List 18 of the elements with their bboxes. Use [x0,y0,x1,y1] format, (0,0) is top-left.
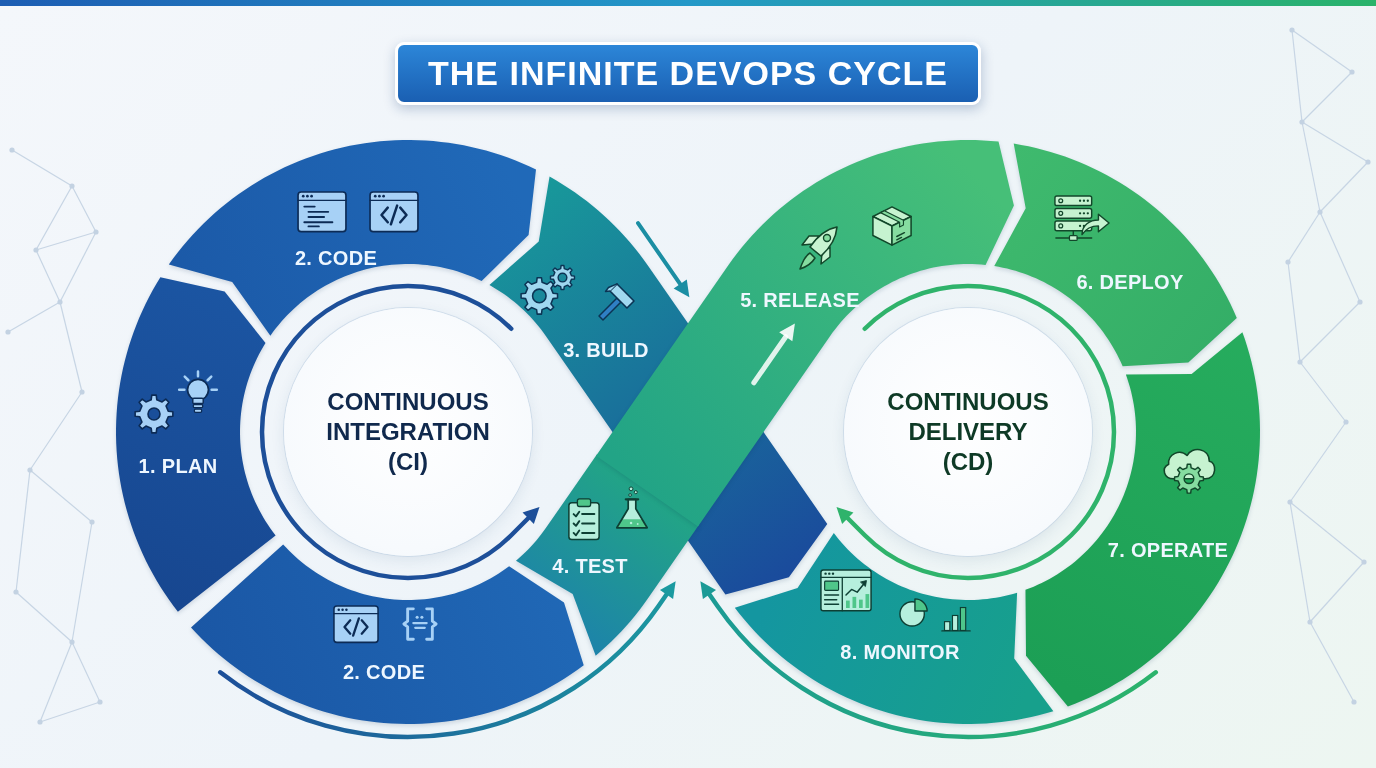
step-label: 2. CODE [342,660,426,684]
center-label: CONTINUOUS INTEGRATION (CI) [326,387,490,477]
title-banner: THE INFINITE DEVOPS CYCLE [395,42,981,105]
loop-segment [168,140,537,336]
step-label: 2. CODE [294,246,378,270]
step-label: 6. DEPLOY [1076,270,1184,294]
center-label: CONTINUOUS DELIVERY (CD) [887,387,1049,477]
step-label: 3. BUILD [563,338,649,362]
center-circle [844,308,1092,556]
step-label: 7. OPERATE [1107,538,1229,562]
step-label: 5. RELEASE [740,288,860,312]
step-label: 1. PLAN [138,454,218,478]
step-label: 4. TEST [552,554,628,578]
loop-segment [734,533,1054,724]
center-circle [284,308,532,556]
loop-segment [116,277,276,612]
step-label: 8. MONITOR [840,640,960,664]
loop-segment [994,143,1237,367]
